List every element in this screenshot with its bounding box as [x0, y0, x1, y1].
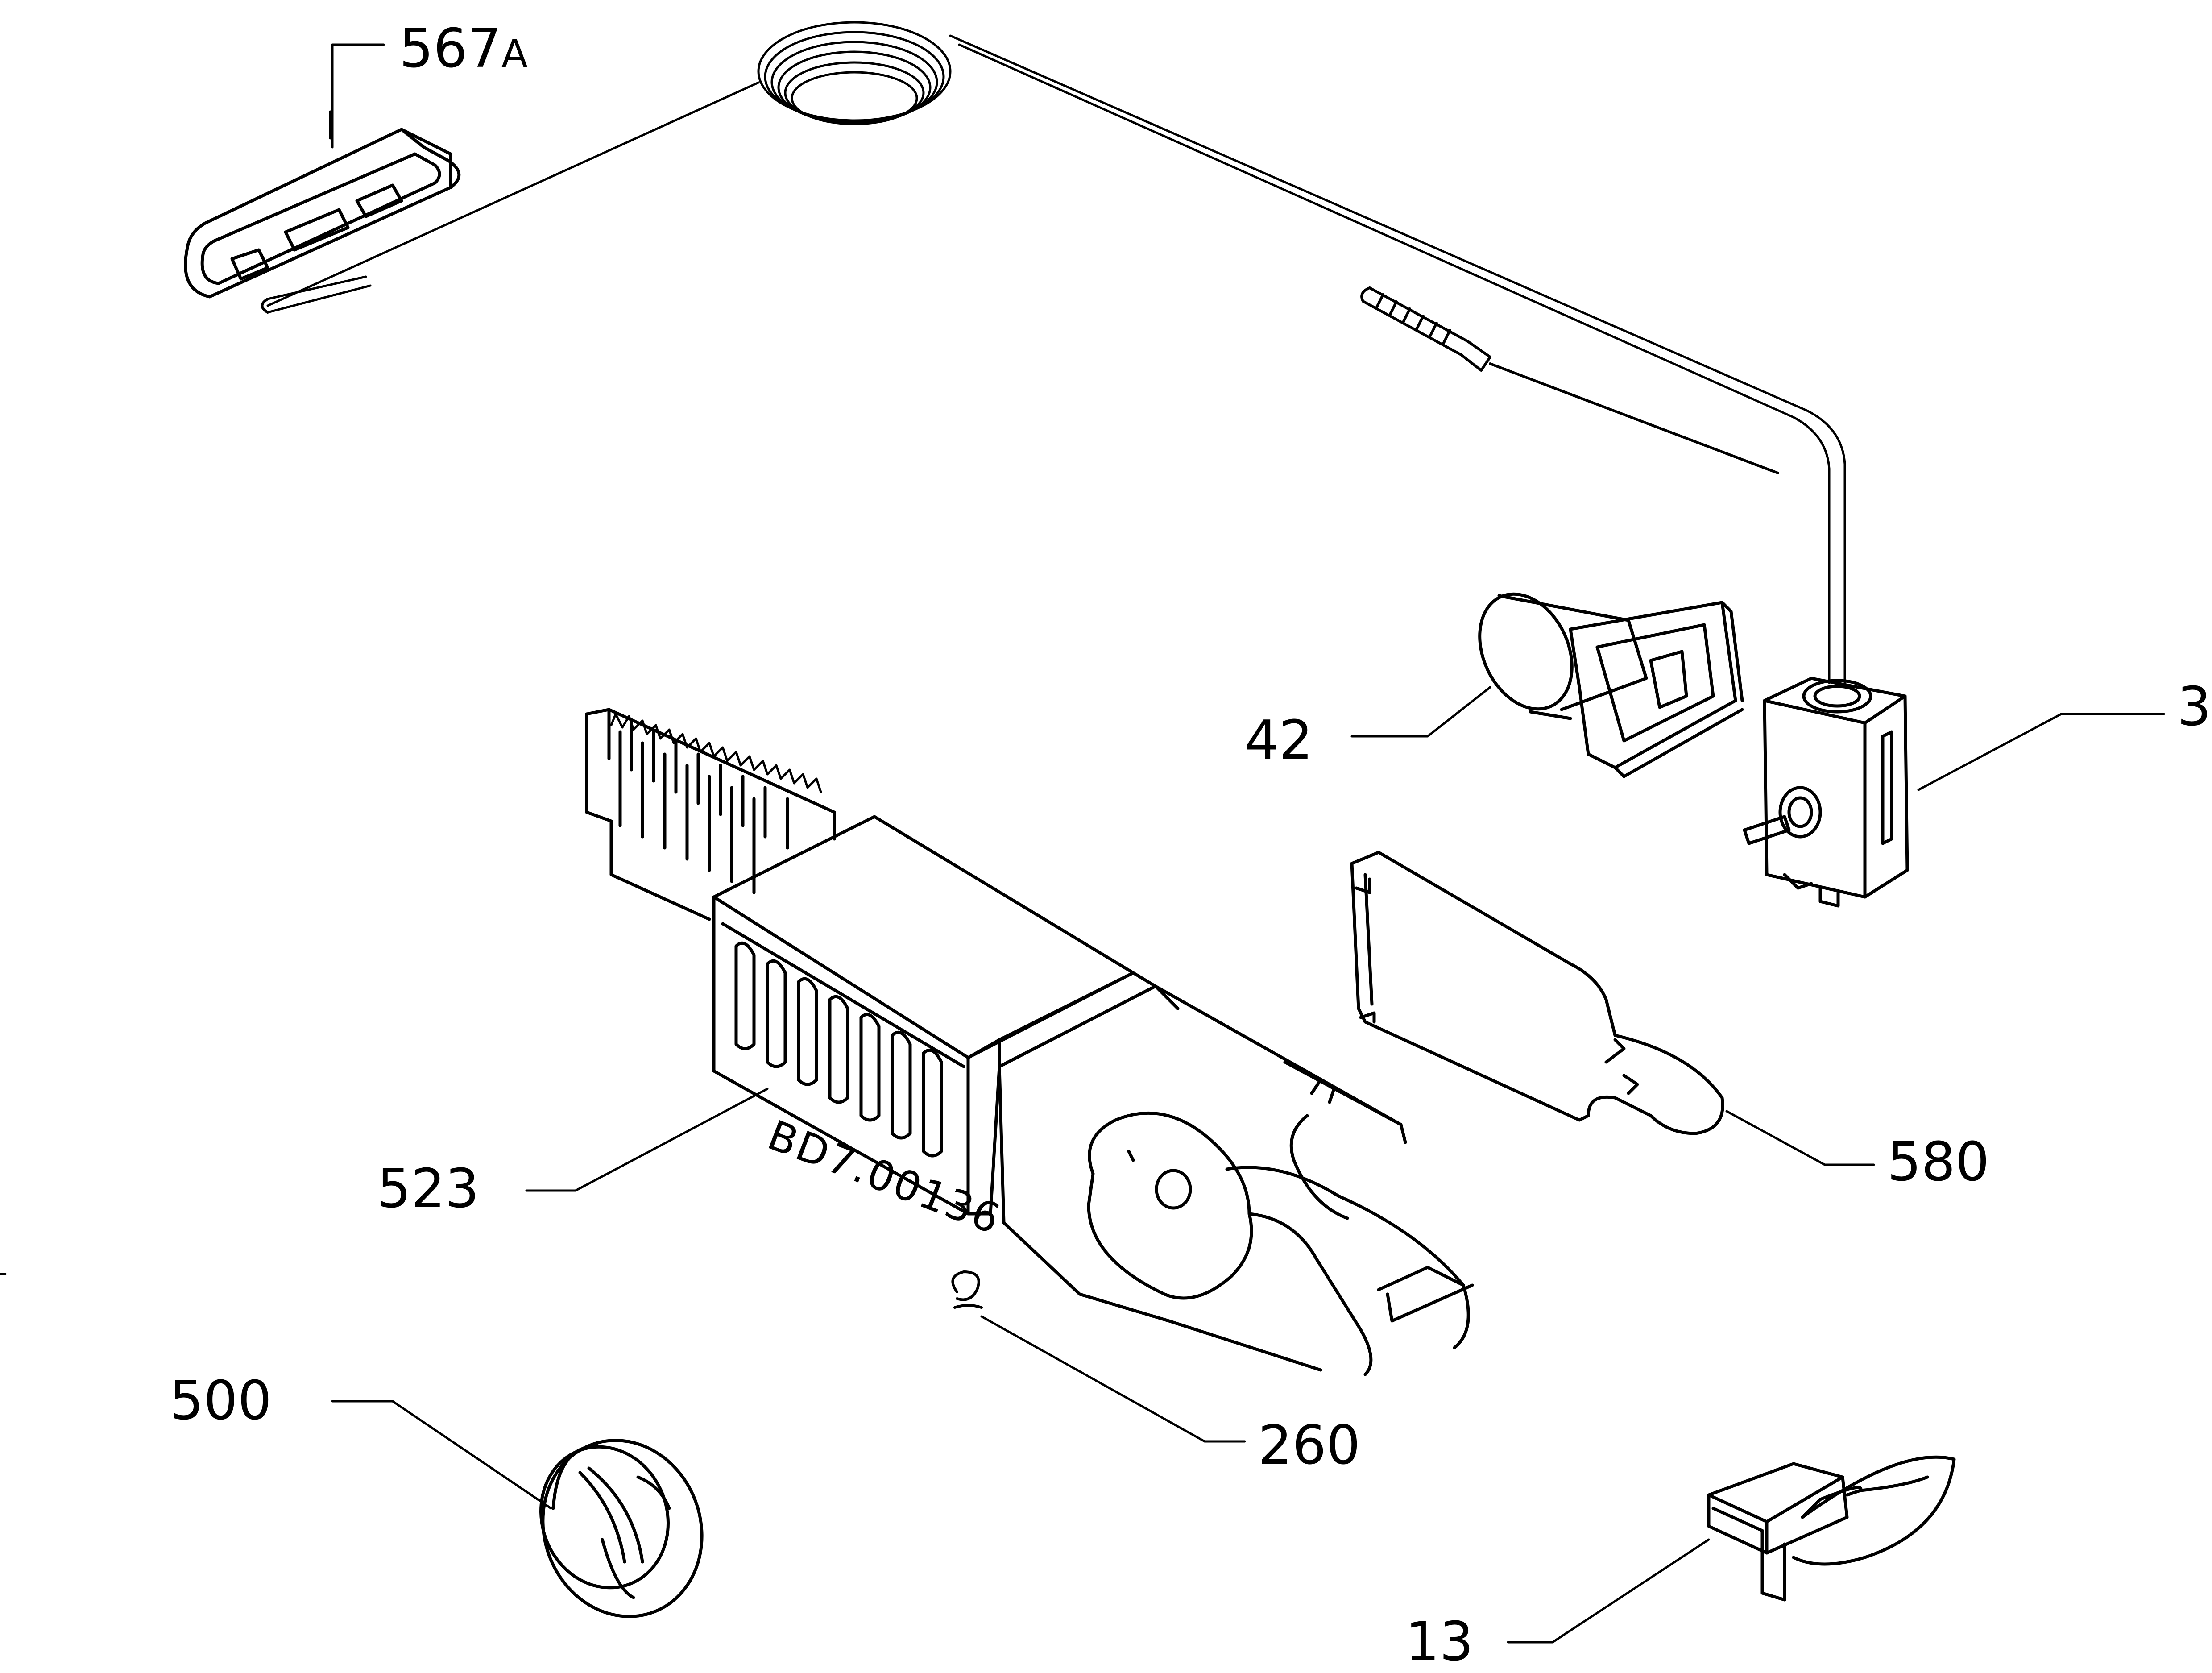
thermostat-body	[1743, 677, 2165, 908]
screw	[951, 1270, 1246, 1443]
capillary-coil	[757, 21, 952, 125]
thermostat-shaft	[1743, 786, 1822, 845]
sensor-clip-holder	[184, 43, 461, 299]
part-label-260: 260	[1258, 1415, 1361, 1477]
lamp-holder	[1350, 592, 1744, 778]
control-knob	[331, 1400, 704, 1618]
clip-bracket	[1507, 1455, 1956, 1644]
part-label-42: 42	[1245, 710, 1313, 772]
part-number: 567	[399, 18, 502, 80]
part-label-523: 523	[377, 1158, 480, 1220]
thermostat-housing	[525, 708, 1474, 1376]
capillary-tube	[261, 21, 1846, 684]
part-label-13: 13	[1405, 1611, 1474, 1673]
part-label-500: 500	[170, 1370, 272, 1432]
part-label-3: 3	[2177, 676, 2212, 738]
part-label-567a: 567A	[399, 22, 528, 76]
sensor-probe	[1360, 286, 1779, 474]
part-label-580: 580	[1887, 1131, 1990, 1193]
lamp-cover-plate	[1350, 851, 1875, 1166]
part-suffix: A	[501, 32, 528, 76]
